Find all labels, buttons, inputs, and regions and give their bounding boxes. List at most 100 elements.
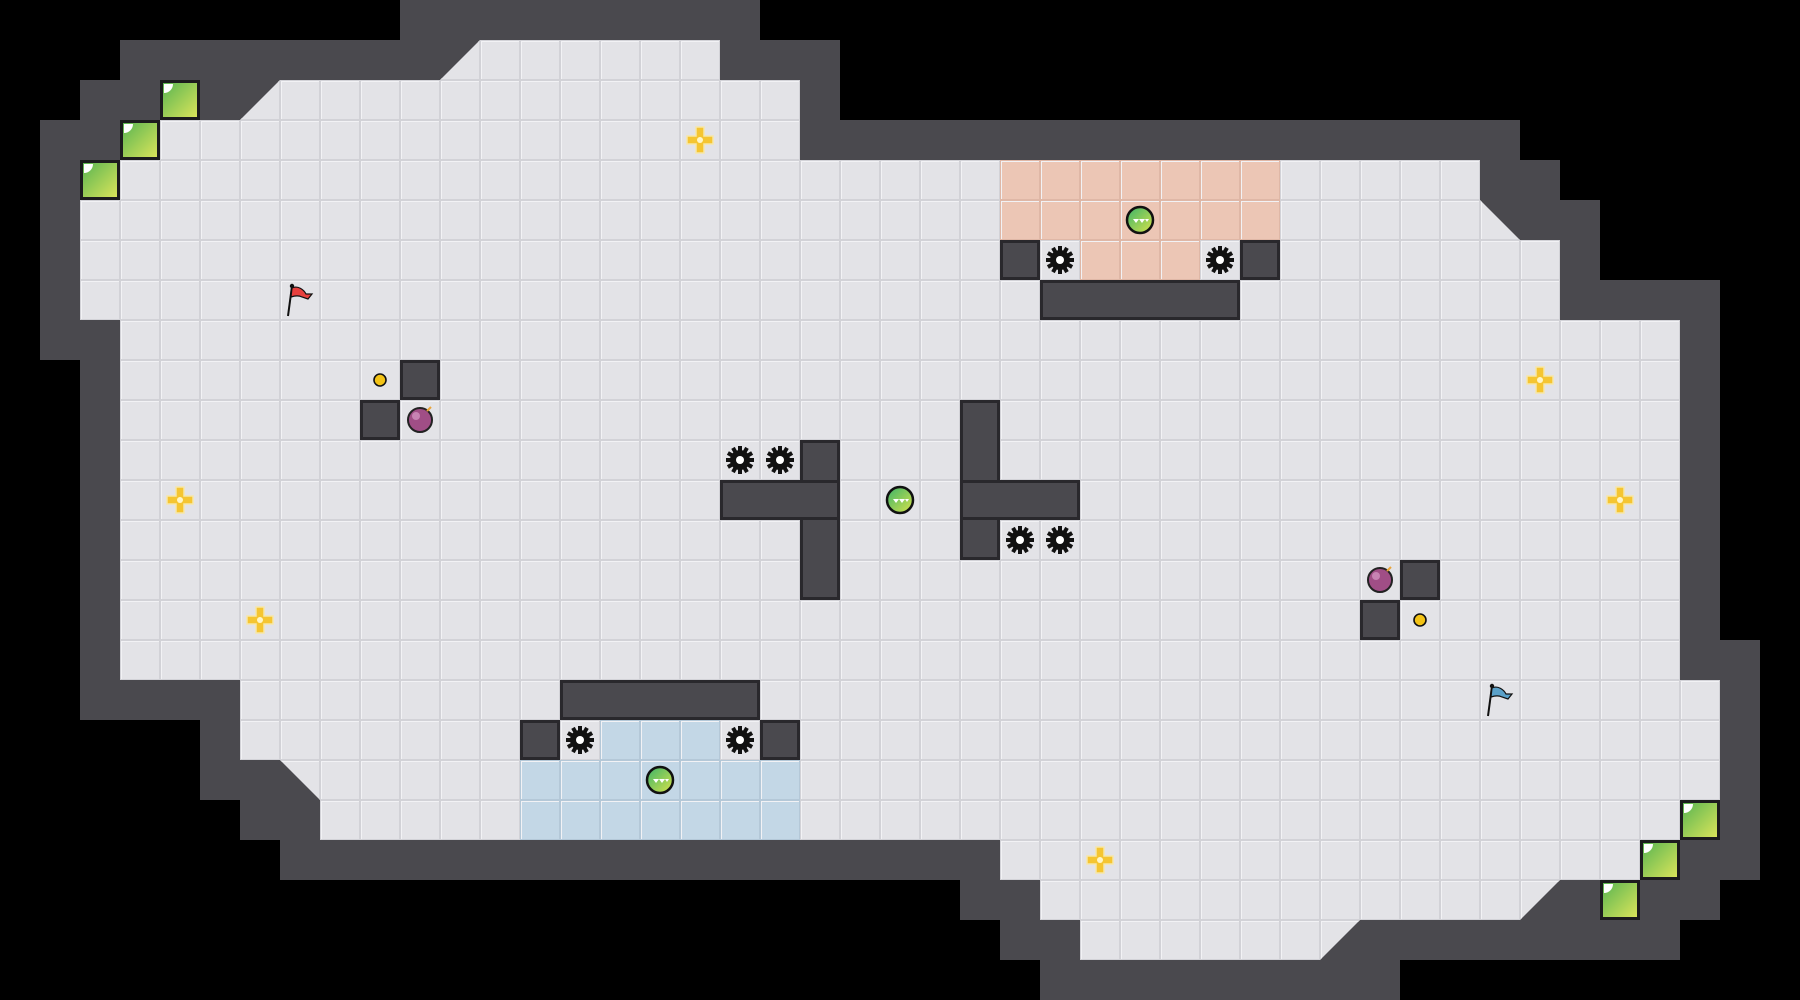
- floor-tile: [960, 240, 1000, 280]
- floor-tile: [1560, 800, 1600, 840]
- floor-tile: [1200, 760, 1240, 800]
- floor-tile: [1240, 440, 1280, 480]
- floor-tile: [1160, 920, 1200, 960]
- floor-tile: [440, 480, 480, 520]
- floor-tile: [1440, 640, 1480, 680]
- goal-tile-icon[interactable]: [1680, 800, 1720, 840]
- floor-tile: [1120, 520, 1160, 560]
- floor-tile: [400, 640, 440, 680]
- red-flag-icon: [280, 280, 320, 320]
- floor-tile: [480, 80, 520, 120]
- floor-tile: [400, 760, 440, 800]
- floor-tile: [1480, 320, 1520, 360]
- wall-tile: [1520, 920, 1560, 960]
- floor-tile: [440, 320, 480, 360]
- goal-tile-icon[interactable]: [160, 80, 200, 120]
- goal-tile-icon[interactable]: [120, 120, 160, 160]
- floor-tile: [1560, 440, 1600, 480]
- goal-tile-icon[interactable]: [80, 160, 120, 200]
- floor-tile: [360, 160, 400, 200]
- wall-tile: [480, 0, 520, 40]
- floor-tile: [920, 600, 960, 640]
- floor-tile: [760, 200, 800, 240]
- floor-tile: [440, 680, 480, 720]
- wall-tile: [160, 680, 200, 720]
- floor-tile: [1480, 840, 1520, 880]
- plus-bonus-icon: [160, 480, 200, 520]
- wall-tile: [1680, 560, 1720, 600]
- floor-tile: [1120, 480, 1160, 520]
- wall-tile: [1520, 200, 1560, 240]
- goal-tile-icon[interactable]: [1640, 840, 1680, 880]
- floor-tile: [1640, 720, 1680, 760]
- floor-tile: [560, 480, 600, 520]
- floor-tile: [240, 160, 280, 200]
- floor-tile: [920, 760, 960, 800]
- floor-tile: [1360, 320, 1400, 360]
- blue-zone-tile: [760, 760, 800, 800]
- floor-tile: [560, 40, 600, 80]
- wall-tile: [80, 440, 120, 480]
- floor-tile: [560, 440, 600, 480]
- floor-tile: [1120, 840, 1160, 880]
- floor-tile: [1480, 760, 1520, 800]
- wall-tile: [840, 120, 880, 160]
- floor-tile: [1040, 880, 1080, 920]
- wall-bar: [560, 680, 760, 720]
- floor-tile: [160, 440, 200, 480]
- floor-tile: [1280, 360, 1320, 400]
- floor-tile: [280, 520, 320, 560]
- floor-tile: [120, 160, 160, 200]
- floor-tile: [1320, 800, 1360, 840]
- floor-tile: [1200, 840, 1240, 880]
- floor-tile: [1160, 720, 1200, 760]
- orange-zone-tile: [1160, 240, 1200, 280]
- floor-tile: [400, 320, 440, 360]
- wall-tile: [1720, 840, 1760, 880]
- floor-tile: [1320, 640, 1360, 680]
- wall-tile: [760, 40, 800, 80]
- floor-tile: [280, 560, 320, 600]
- wall-tile: [1000, 880, 1040, 920]
- speed-orb-icon: [1120, 200, 1160, 240]
- floor-tile: [1560, 400, 1600, 440]
- floor-tile: [360, 800, 400, 840]
- floor-tile: [240, 440, 280, 480]
- floor-tile: [120, 360, 160, 400]
- floor-tile: [720, 560, 760, 600]
- floor-tile: [600, 200, 640, 240]
- goal-tile-icon[interactable]: [1600, 880, 1640, 920]
- floor-tile: [1520, 520, 1560, 560]
- floor-tile: [1280, 880, 1320, 920]
- floor-tile: [440, 520, 480, 560]
- floor-tile: [1360, 240, 1400, 280]
- floor-tile: [1240, 600, 1280, 640]
- floor-tile: [1520, 240, 1560, 280]
- floor-tile: [880, 520, 920, 560]
- floor-tile: [520, 400, 560, 440]
- wall-tile: [1720, 640, 1760, 680]
- floor-tile: [1200, 720, 1240, 760]
- floor-tile: [1200, 920, 1240, 960]
- floor-tile: [920, 640, 960, 680]
- floor-tile: [1520, 760, 1560, 800]
- floor-tile: [160, 280, 200, 320]
- floor-tile: [400, 560, 440, 600]
- floor-tile: [1480, 800, 1520, 840]
- floor-tile: [680, 640, 720, 680]
- floor-tile: [920, 200, 960, 240]
- wall-tile: [1720, 680, 1760, 720]
- floor-tile: [520, 40, 560, 80]
- floor-tile: [360, 360, 400, 400]
- floor-tile: [1400, 440, 1440, 480]
- floor-tile: [280, 360, 320, 400]
- floor-tile: [680, 80, 720, 120]
- floor-tile: [160, 560, 200, 600]
- wall-tile: [320, 840, 360, 880]
- floor-tile: [1120, 400, 1160, 440]
- wall-tile: [1000, 120, 1040, 160]
- blue-zone-tile: [720, 760, 760, 800]
- floor-tile: [280, 640, 320, 680]
- floor-tile: [160, 400, 200, 440]
- blue-zone-tile: [520, 800, 560, 840]
